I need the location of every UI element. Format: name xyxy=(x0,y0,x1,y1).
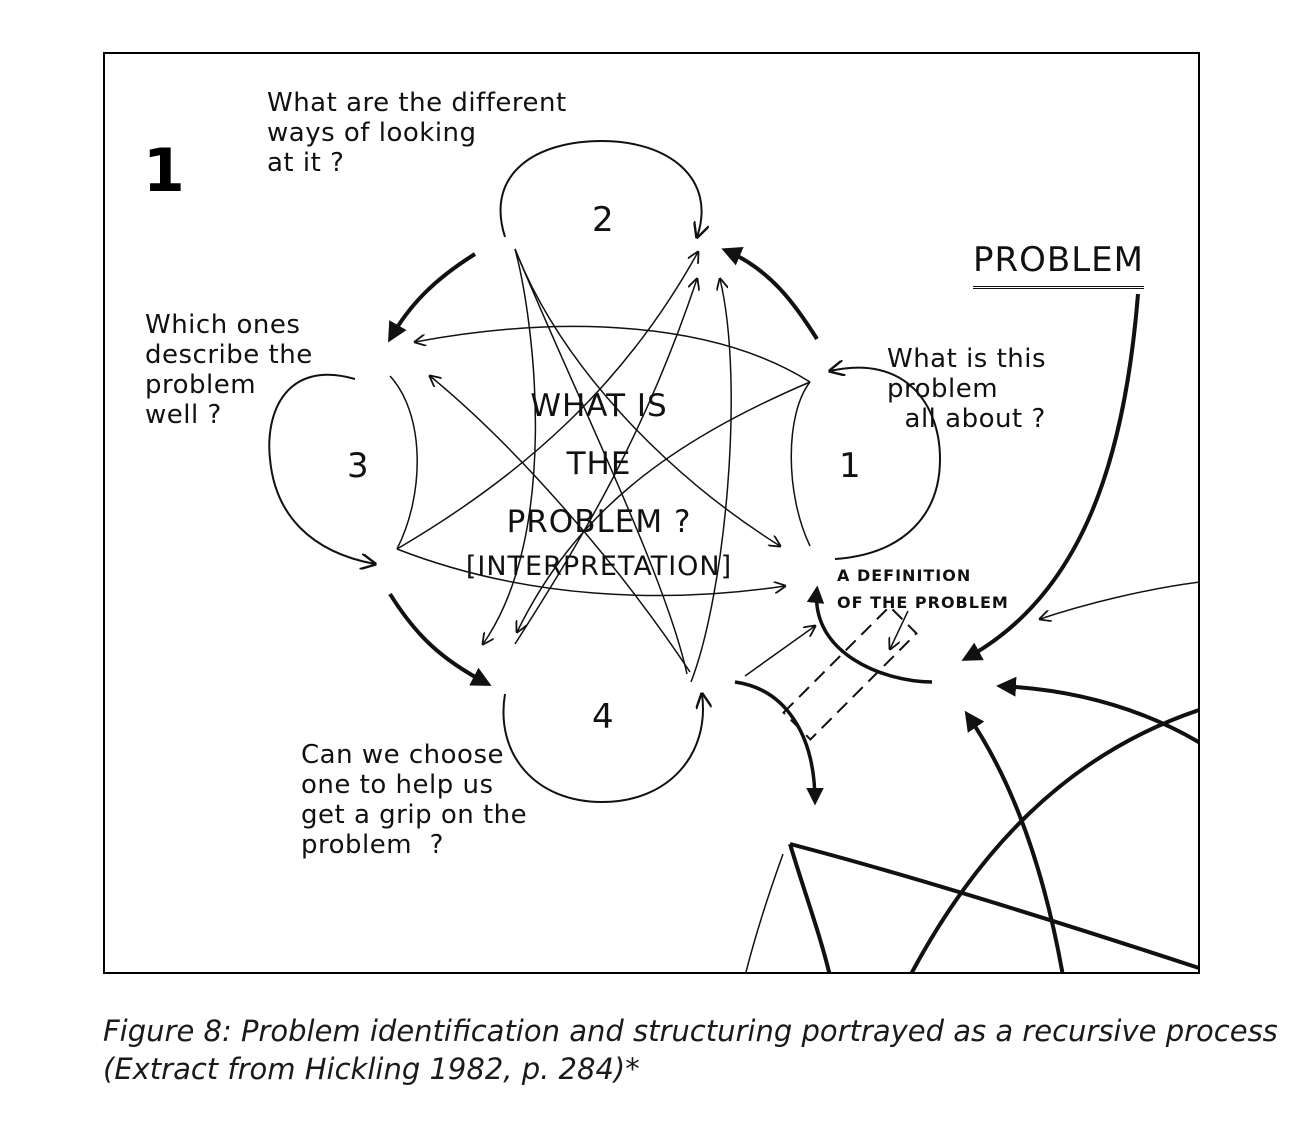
inner-arrow xyxy=(514,248,688,675)
diagram-frame: 1 What are the different ways of looking… xyxy=(103,52,1200,974)
inner-arrow xyxy=(389,375,418,550)
next-panel-arc xyxy=(745,853,784,972)
thick-arrow-2-to-3 xyxy=(388,252,477,343)
center-title-line-3: PROBLEM ? xyxy=(506,504,692,540)
next-panel-arc xyxy=(788,843,832,972)
inner-arrow xyxy=(430,376,691,673)
center-title-line-2: THE xyxy=(566,446,632,482)
next-panel-arc xyxy=(964,710,1065,972)
problem-input-arrow xyxy=(961,293,1140,661)
inner-arrow xyxy=(790,381,811,547)
inner-arrow xyxy=(396,252,698,550)
node-1-label: 1 xyxy=(839,446,861,486)
node-4-lobe xyxy=(502,694,703,804)
thick-arrow-1-to-2 xyxy=(721,247,819,341)
node-1-lobe xyxy=(830,368,942,560)
question-node-4: Can we choose one to help us get a grip … xyxy=(301,740,528,860)
definition-pointer xyxy=(890,610,909,649)
definition-connector xyxy=(744,626,815,677)
center-title-line-1: WHAT IS xyxy=(530,388,668,424)
node-2-label: 2 xyxy=(592,200,614,240)
incoming-arrow xyxy=(1040,581,1198,619)
problem-label: PROBLEM xyxy=(973,240,1144,289)
inner-arrow xyxy=(690,279,732,683)
node-3-lobe xyxy=(268,373,375,564)
figure-caption: Figure 8: Problem identification and str… xyxy=(103,1014,1278,1086)
node-2-lobe xyxy=(499,139,702,237)
question-node-1: What is this problem all about ? xyxy=(887,344,1047,434)
definition-arc-upper xyxy=(806,585,933,684)
center-subtitle: [INTERPRETATION] xyxy=(465,551,733,582)
inner-arrow xyxy=(483,248,537,644)
definition-arc-lower xyxy=(734,680,824,806)
inner-arrow xyxy=(415,325,811,383)
definition-label: A DEFINITION OF THE PROBLEM xyxy=(837,566,1009,612)
thick-arrow-3-to-4 xyxy=(388,592,492,686)
question-node-3: Which ones describe the problem well ? xyxy=(145,310,313,430)
inner-arrow xyxy=(396,548,785,597)
definition-dashed-box xyxy=(782,605,918,741)
question-node-2: What are the different ways of looking a… xyxy=(267,88,567,178)
next-panel-arc xyxy=(909,708,1198,972)
node-4-label: 4 xyxy=(592,697,614,737)
inner-arrow xyxy=(514,279,697,645)
inner-arrow xyxy=(514,248,780,546)
panel-number: 1 xyxy=(143,136,185,206)
recursive-process-diagram xyxy=(268,139,1198,972)
next-panel-arc xyxy=(996,676,1198,745)
next-panel-arc xyxy=(789,842,1198,970)
node-3-label: 3 xyxy=(347,446,369,486)
